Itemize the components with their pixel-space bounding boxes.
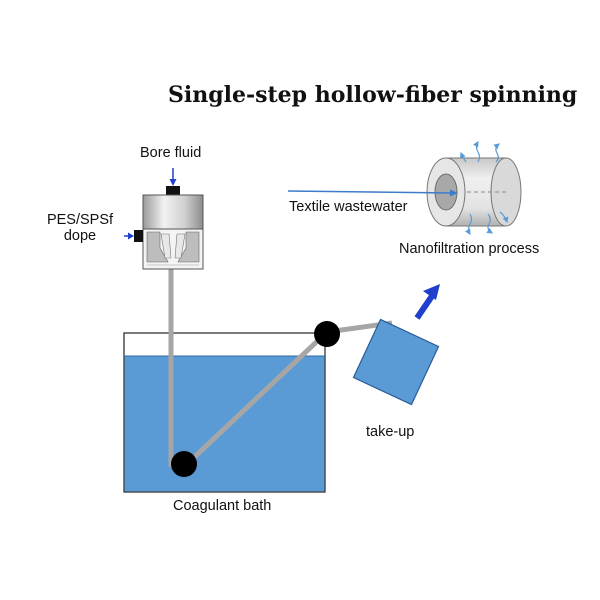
page-title: Single-step hollow-fiber spinning <box>168 82 578 108</box>
take-up-arrow <box>414 284 440 320</box>
take-up-label: take-up <box>366 424 415 440</box>
coagulant-bath <box>123 332 326 493</box>
take-up-drum <box>352 318 440 406</box>
nanofiltration-label: Nanofiltration process <box>399 241 540 257</box>
guide-roller <box>314 321 340 347</box>
spinneret <box>124 168 204 270</box>
dope-label-line2: dope <box>63 228 97 244</box>
bath-roller <box>171 451 197 477</box>
dope-label: PES/SPSf dope <box>38 212 122 244</box>
textile-wastewater-label: Textile wastewater <box>289 199 408 215</box>
bath-water <box>124 356 325 492</box>
coagulant-bath-label: Coagulant bath <box>173 498 272 514</box>
bore-fluid-label: Bore fluid <box>140 145 202 161</box>
hollow-fiber-module <box>426 140 522 236</box>
feed-arrow <box>287 189 458 197</box>
dope-label-line1: PES/SPSf <box>46 212 114 228</box>
